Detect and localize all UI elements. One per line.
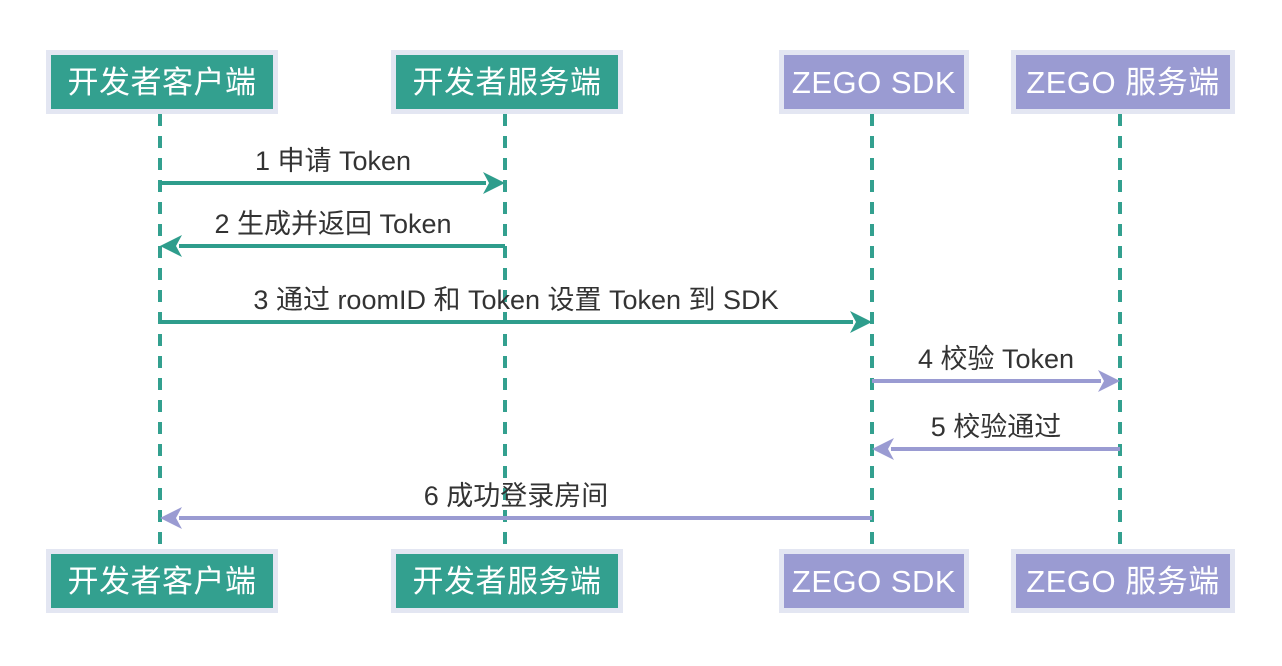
participant-header-dev-client[interactable]: 开发者客户端 bbox=[46, 50, 278, 114]
participant-header-zego-sdk[interactable]: ZEGO SDK bbox=[779, 50, 969, 114]
message-label-2: 2 生成并返回 Token bbox=[214, 209, 452, 239]
message-label-3: 3 通过 roomID 和 Token 设置 Token 到 SDK bbox=[253, 285, 779, 315]
participant-header-dev-server[interactable]: 开发者服务端 bbox=[391, 50, 623, 114]
message-label-5: 5 校验通过 bbox=[930, 412, 1062, 442]
message-label-1: 1 申请 Token bbox=[254, 146, 412, 176]
participant-footer-zego-server[interactable]: ZEGO 服务端 bbox=[1011, 549, 1235, 613]
participant-footer-zego-sdk[interactable]: ZEGO SDK bbox=[779, 549, 969, 613]
participant-footer-dev-server[interactable]: 开发者服务端 bbox=[391, 549, 623, 613]
message-arrow-6 bbox=[160, 507, 872, 529]
message-label-6: 6 成功登录房间 bbox=[423, 481, 609, 511]
message-arrow-4 bbox=[872, 370, 1120, 392]
arrow-head-6 bbox=[160, 507, 182, 529]
arrow-head-4 bbox=[1098, 370, 1120, 392]
message-arrow-3 bbox=[160, 311, 872, 333]
participant-footer-dev-client[interactable]: 开发者客户端 bbox=[46, 549, 278, 613]
lifelines-layer bbox=[158, 114, 1122, 549]
participant-header-zego-server[interactable]: ZEGO 服务端 bbox=[1011, 50, 1235, 114]
message-arrow-5 bbox=[872, 438, 1120, 460]
arrows-layer bbox=[160, 172, 1120, 529]
arrow-head-5 bbox=[872, 438, 894, 460]
arrow-head-3 bbox=[850, 311, 872, 333]
arrow-head-2 bbox=[160, 235, 182, 257]
message-arrow-1 bbox=[160, 172, 505, 194]
arrow-head-1 bbox=[483, 172, 505, 194]
message-label-4: 4 校验 Token bbox=[917, 344, 1075, 374]
message-arrow-2 bbox=[160, 235, 505, 257]
